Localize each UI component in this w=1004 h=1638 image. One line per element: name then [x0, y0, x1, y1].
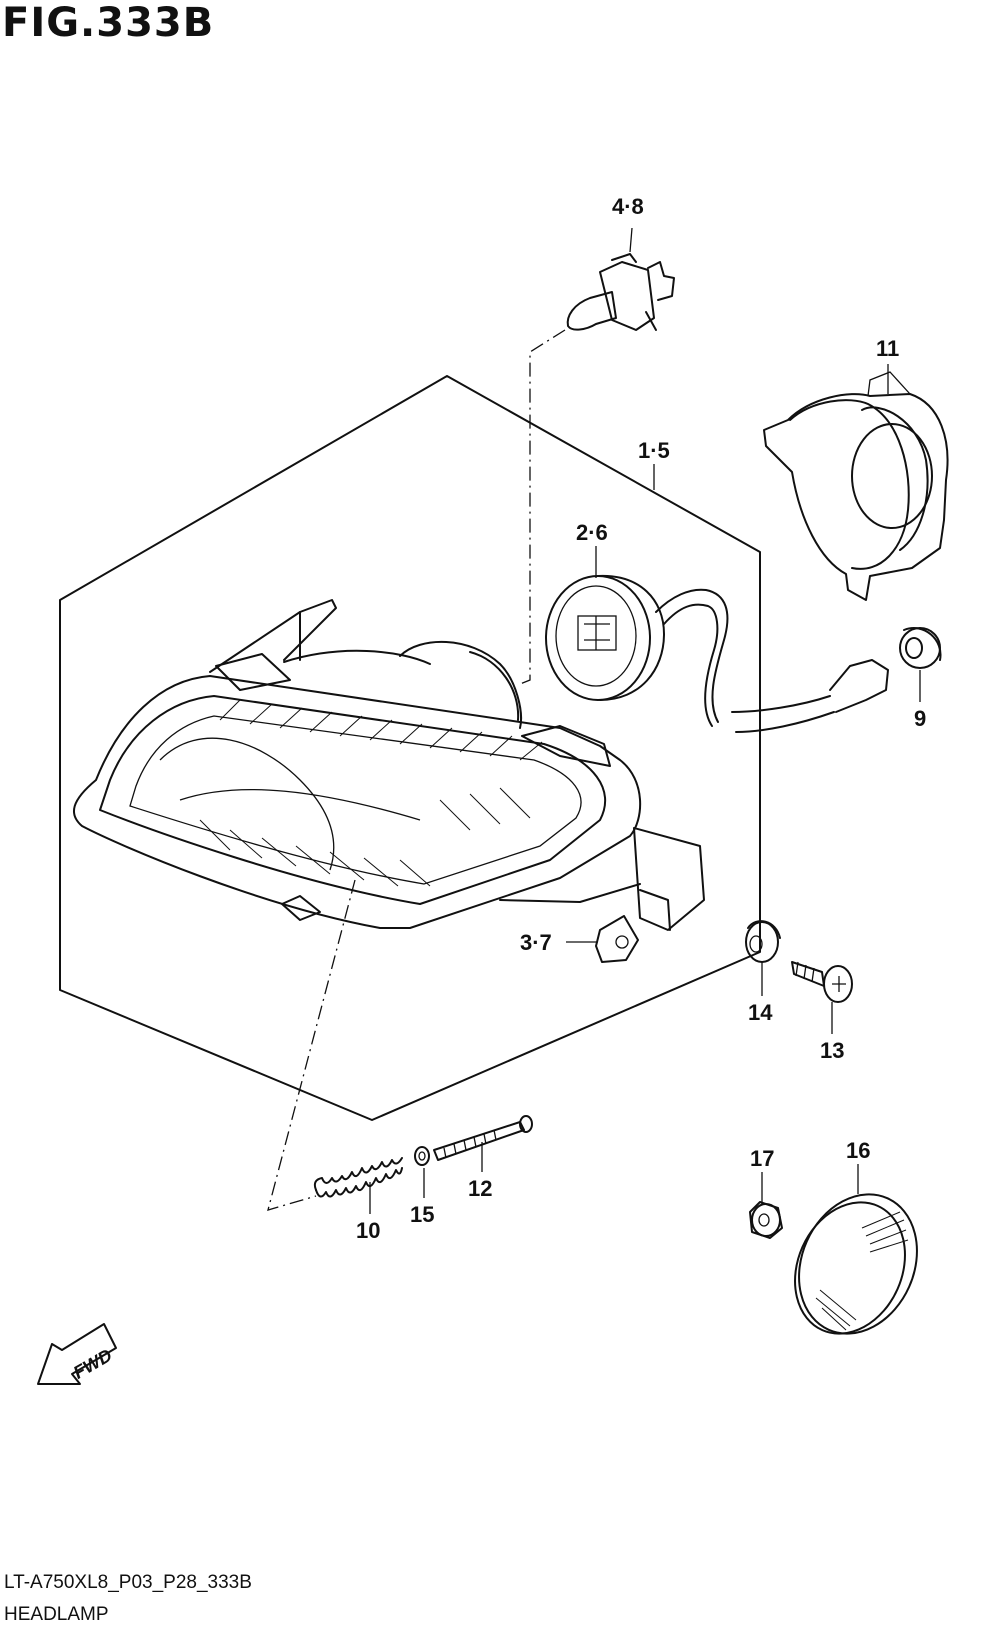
callout-16: 16	[846, 1138, 870, 1163]
fwd-label: FWD	[70, 1345, 115, 1383]
callout-14: 14	[748, 1000, 773, 1025]
bulb-part[interactable]	[566, 227, 675, 331]
callout-11: 11	[876, 336, 899, 361]
bulb-socket-part[interactable]	[545, 546, 889, 733]
reflector-part[interactable]	[775, 1164, 939, 1353]
adjusting-screw-part[interactable]	[433, 1115, 533, 1172]
adjust-leader-line	[267, 879, 356, 1211]
figure-title: FIG.333B	[2, 0, 215, 46]
callout-3-7: 3·7	[520, 930, 552, 955]
spring-part[interactable]	[313, 1157, 403, 1214]
headlamp-body-part[interactable]	[73, 599, 705, 931]
nut-part[interactable]	[749, 1172, 783, 1239]
assembly-outline	[59, 375, 761, 1121]
callout-9: 9	[914, 706, 926, 731]
headlamp-cover-part[interactable]	[763, 364, 949, 601]
callout-15: 15	[410, 1202, 434, 1227]
callout-12: 12	[468, 1176, 492, 1201]
reflector-hatching	[815, 1211, 909, 1331]
callout-13: 13	[820, 1038, 844, 1063]
screw-part[interactable]	[791, 961, 853, 1034]
cushion-part[interactable]	[745, 920, 781, 996]
clip-nut-part[interactable]	[566, 915, 639, 963]
lens-hatching	[199, 699, 543, 887]
figure-name: HEADLAMP	[4, 1604, 109, 1625]
bulb-leader-line	[519, 329, 566, 685]
callout-1-5: 1·5	[638, 438, 670, 463]
callout-10: 10	[356, 1218, 380, 1243]
grommet-part[interactable]	[899, 627, 942, 702]
washer-part[interactable]	[414, 1146, 430, 1198]
fwd-arrow-icon: FWD	[37, 1323, 117, 1385]
figure-code: LT-A750XL8_P03_P28_333B	[4, 1572, 252, 1593]
callout-4-8: 4·8	[612, 194, 644, 219]
callout-17: 17	[750, 1146, 774, 1171]
callout-2-6: 2·6	[576, 520, 608, 545]
